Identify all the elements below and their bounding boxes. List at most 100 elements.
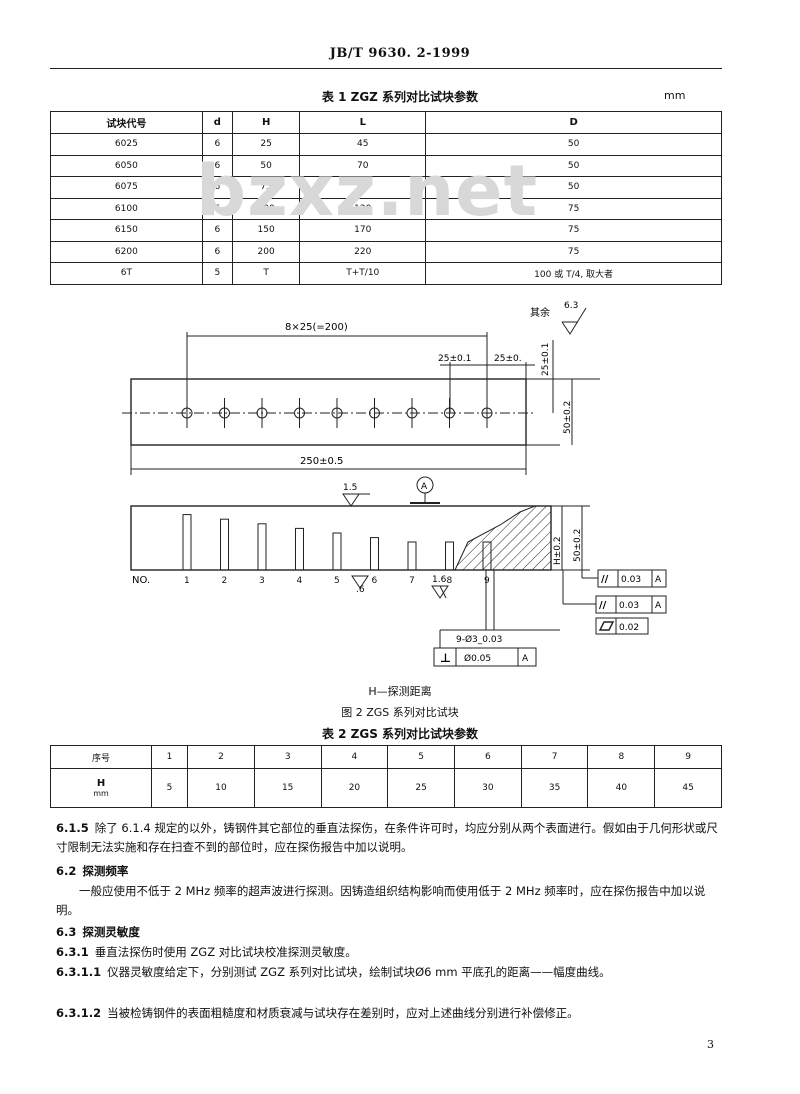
table2-value-label: H [96,778,106,789]
tol-flat-val: 0.02 [619,623,639,633]
clause-text: 当被检铸钢件的表面粗糙度和材质衰减与试块存在差别时，应对上述曲线分别进行补偿修正… [107,1006,579,1020]
dim-right2: 50±0.2 [573,529,583,562]
table2-value-unit: mm [93,789,109,798]
table1-cell: 6050 [50,154,203,177]
table1-cell: 200 [231,240,301,263]
dim-right1: H±0.2 [553,536,563,565]
hole-number: 6 [372,576,378,586]
table1-header-cell: D [425,111,722,134]
clause-text: 除了 6.1.4 规定的以外，铸钢件其它部位的垂直法探伤，在条件许可时，均应分别… [56,821,718,854]
side-view-hole [257,523,267,571]
table2-value-label-cell: H mm [50,768,152,808]
tol-par1-val: 0.03 [621,575,641,585]
tol-par1-ref: A [655,575,662,585]
tol-par2-ref: A [655,601,662,611]
table2-value-cell: 40 [587,768,656,808]
flatness-icon [598,621,615,631]
side-view-hole [332,532,342,571]
table1-cell: 6 [201,240,233,263]
table1-cell: 6025 [50,133,203,156]
table1-cell: T+T/10 [299,262,427,285]
dim-top: 25±0.1 [541,343,551,376]
clause-text: 一般应使用不低于 2 MHz 频率的超声波进行探测。因铸造组织结构影响而使用低于… [56,884,706,917]
hole-number: 3 [259,576,265,586]
side-view-hole [370,537,379,571]
hole-number: 2 [222,576,228,586]
hole-number: 9 [484,576,490,586]
header-rule [50,68,722,69]
table2-value-cell: 10 [187,768,255,808]
hole-spec: 9-Ø3_0.03 [456,634,502,645]
table2-value-cell: 45 [654,768,722,808]
dim-height: 50±0.2 [563,401,573,434]
tol-perp-sym: ⊥ [440,651,451,665]
table2-value-cell: 35 [520,768,589,808]
table2-value-cell: 20 [320,768,389,808]
tol-par2-val: 0.03 [619,601,639,611]
tol-perp-val: Ø0.05 [464,653,491,664]
clause-number: 6.3.1 [56,945,89,959]
table2-header-label: 序号 [50,745,152,769]
dim-spacing2: 25±0. [494,354,522,364]
tol-par1-sym: // [601,574,609,585]
dim-length: 250±0.5 [300,456,343,467]
side-view-hole [182,514,192,571]
table1-unit: mm [664,89,686,102]
table1-cell: 75 [425,240,722,263]
table1-cell: 100 或 T/4, 取大者 [425,262,722,285]
clause-text: 探测灵敏度 [82,925,140,939]
roughness-other-text: 其余 [530,306,550,319]
table2-value-cell: 15 [253,768,322,808]
watermark: bzxz.net [196,150,539,232]
table2-number-cell: 3 [253,745,322,769]
table1-cell: 220 [299,240,427,263]
table2-value-cell: 25 [387,768,456,808]
table1-header-cell: d [201,111,233,134]
hole-number: 7 [409,576,415,586]
tol-perp-ref: A [522,654,529,664]
table2-number-cell: 6 [454,745,522,769]
tolerance-frame-perpendicularity [433,647,537,667]
dim-spacing1: 25±0.1 [438,354,471,364]
table1-cell: T [231,262,301,285]
hole-number: 5 [334,576,340,586]
tol-par2-sym: // [599,600,607,611]
clause-number: 6.3.1.1 [56,965,102,979]
hole-number: 1 [184,576,190,586]
roughness-mid: .6 [356,585,365,595]
section-heading: 6.3 探测灵敏度 [56,923,724,942]
hole-number: 4 [297,576,303,586]
clause-text: 垂直法探伤时使用 ZGZ 对比试块校准探测灵敏度。 [94,945,357,959]
clause-number: 6.2 [56,864,77,878]
table2-value-cell: 5 [150,768,189,808]
clause-text: 探测频率 [82,864,129,878]
table2-number-cell: 4 [320,745,389,769]
roughness-side: 1.6 [432,575,447,585]
section-heading: 6.2 探测频率 [56,862,724,881]
table1-caption: 表 1 ZGZ 系列对比试块参数 [321,90,479,104]
table1-cell: 5 [201,262,233,285]
no-label: NO. [132,575,150,586]
standard-number: JB/T 9630. 2-1999 [329,46,471,61]
side-view-hole [407,541,417,571]
table1-cell: 6100 [50,197,203,220]
clause-number: 6.3 [56,925,77,939]
table1-cell: 6075 [50,176,203,199]
table2-number-cell: 7 [520,745,589,769]
side-view-hole [445,541,454,571]
table2-value-cell: 30 [454,768,522,808]
paragraph: 6.3.1 垂直法探伤时使用 ZGZ 对比试块校准探测灵敏度。 [56,943,724,962]
table2-number-cell: 9 [654,745,722,769]
roughness-top: 1.5 [343,483,357,493]
